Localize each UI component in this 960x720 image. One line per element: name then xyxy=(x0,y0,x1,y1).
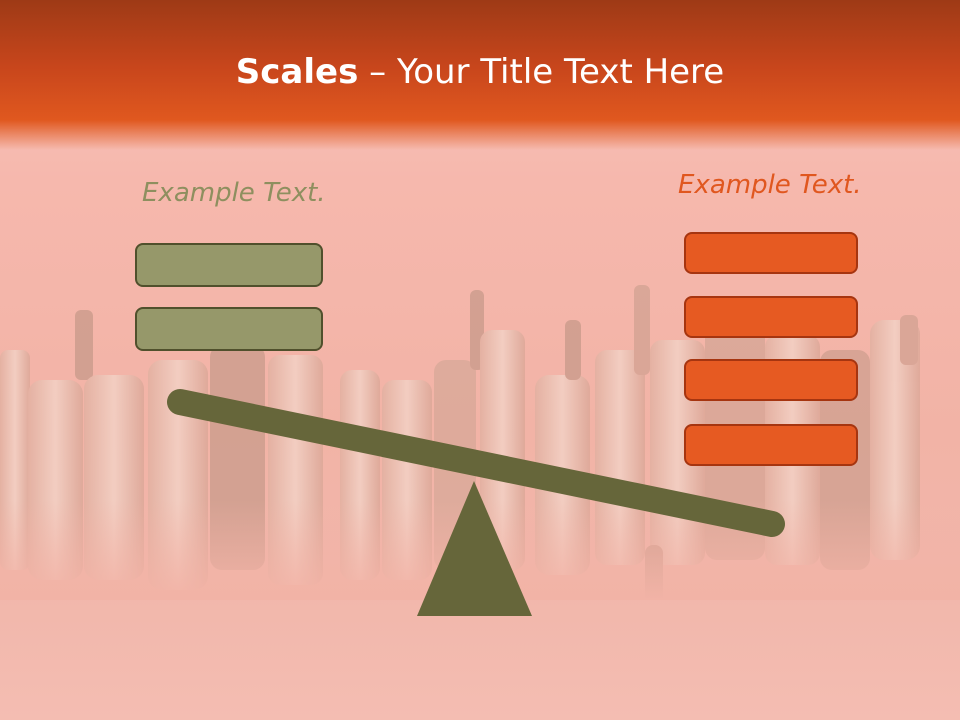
left-box-1 xyxy=(135,243,323,287)
right-label: Example Text. xyxy=(678,170,862,200)
scale-beam xyxy=(167,389,785,537)
title-bold: Scales xyxy=(235,52,359,92)
left-label: Example Text. xyxy=(142,178,326,208)
right-box-2 xyxy=(684,296,858,338)
slide-title: Scales – Your Title Text Here xyxy=(0,52,960,92)
right-box-4 xyxy=(684,424,858,466)
background-photo xyxy=(0,285,960,600)
right-box-1 xyxy=(684,232,858,274)
scale-fulcrum xyxy=(417,481,532,616)
title-banner xyxy=(0,0,960,150)
title-rest: – Your Title Text Here xyxy=(358,52,725,92)
right-box-3 xyxy=(684,359,858,401)
left-box-2 xyxy=(135,307,323,351)
